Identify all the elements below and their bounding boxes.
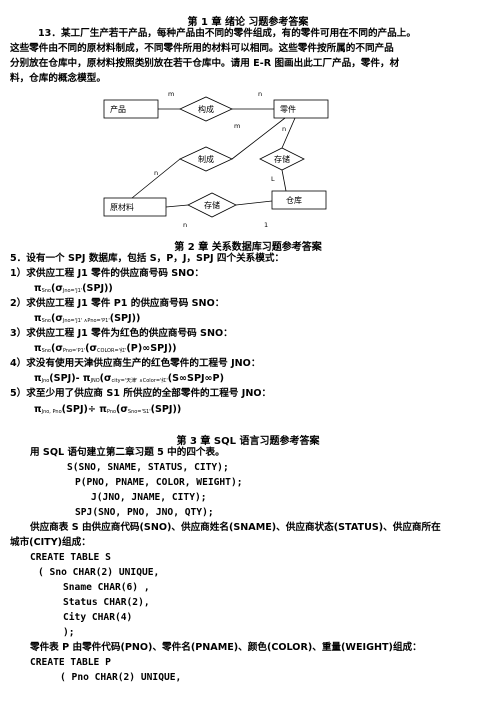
rel-compose-diamond xyxy=(179,96,233,122)
card-l: L xyxy=(271,175,275,183)
s-col-sno: ( Sno CHAR(2) UNIQUE, xyxy=(38,567,160,578)
rel-store2-label: 存储 xyxy=(204,200,220,210)
schema-p: P(PNO, PNAME, COLOR, WEIGHT); xyxy=(75,477,243,488)
s-close: ); xyxy=(63,627,75,638)
s-desc-line-2: 城市(CITY)组成： xyxy=(10,537,91,548)
card-n2: n xyxy=(282,125,286,133)
rel-make-diamond xyxy=(179,146,233,172)
entity-material-box xyxy=(103,197,167,217)
ch2-formula-1: πSno(σJno='J1'(SPJ)) xyxy=(34,283,113,294)
entity-warehouse-label: 仓库 xyxy=(286,195,302,205)
p-desc: 零件表 P 由零件代码(PNO)、零件名(PNAME)、颜色(COLOR)、重量… xyxy=(30,642,422,653)
entity-product-box xyxy=(103,99,159,119)
entity-material-label: 原材料 xyxy=(110,202,134,212)
card-m1: m xyxy=(168,90,174,98)
ch2-q5: 5）求至少用了供应商 S1 所供应的全部零件的工程号 JNO： xyxy=(10,388,272,399)
entity-warehouse-box xyxy=(271,190,327,210)
q13-line-4: 料，仓库的概念模型。 xyxy=(10,73,106,84)
create-table-s: CREATE TABLE S xyxy=(30,552,111,563)
entity-part-box xyxy=(273,99,329,119)
rel-store1-diamond xyxy=(259,147,305,171)
schema-spj: SPJ(SNO, PNO, JNO, QTY); xyxy=(75,507,214,518)
ch2-intro: 5．设有一个 SPJ 数据库，包括 S，P，J，SPJ 四个关系模式： xyxy=(10,253,285,264)
ch2-q4: 4）求没有使用天津供应商生产的红色零件的工程号 JNO： xyxy=(10,358,261,369)
create-table-p: CREATE TABLE P xyxy=(30,657,111,668)
card-n3: n xyxy=(154,169,158,177)
schema-s: S(SNO, SNAME, STATUS, CITY); xyxy=(67,462,229,473)
rel-store2-diamond xyxy=(187,192,237,218)
ch2-formula-4: πJno(SPJ)- πJNO(σcity='天津' ∧Color='红'(S∞… xyxy=(34,373,224,384)
ch2-q3: 3）求供应工程 J1 零件为红色的供应商号码 SNO： xyxy=(10,328,233,339)
rel-compose-label: 构成 xyxy=(198,104,214,114)
ch2-formula-3: πSno(σPno='P1'(σCOLOR='红'(P)∞SPJ)) xyxy=(34,343,177,354)
s-desc-line-1: 供应商表 S 由供应商代码(SNO)、供应商姓名(SNAME)、供应商状态(ST… xyxy=(30,522,441,533)
schema-j: J(JNO, JNAME, CITY); xyxy=(91,492,207,503)
q13-line-3: 分别放在仓库中，原材料按照类别放在若干仓库中。请用 E-R 图画出此工厂产品，零… xyxy=(10,58,400,69)
ch2-q1: 1）求供应工程 J1 零件的供应商号码 SNO： xyxy=(10,268,204,279)
rel-make-label: 制成 xyxy=(198,154,214,164)
ch3-intro: 用 SQL 语句建立第二章习题 5 中的四个表。 xyxy=(30,447,225,458)
chapter-2-title: 第 2 章 关系数据库习题参考答案 xyxy=(174,242,322,253)
p-col-pno: ( Pno CHAR(2) UNIQUE, xyxy=(60,672,182,683)
ch2-formula-5: πJno, Pno(SPJ)÷ πPno(σSno='S1'(SPJ)) xyxy=(34,404,182,415)
ch2-formula-2: πSno(σJno='J1' ∧Pno='P1'(SPJ)) xyxy=(34,313,141,324)
card-1: 1 xyxy=(264,221,268,229)
ch2-q2: 2）求供应工程 J1 零件 P1 的供应商号码 SNO： xyxy=(10,298,225,309)
entity-product-label: 产品 xyxy=(110,104,126,114)
q13-line-2: 这些零件由不同的原材料制成，不同零件所用的材料可以相同。这些零件按所属的不同产品 xyxy=(10,43,394,54)
entity-part-label: 零件 xyxy=(280,104,296,114)
card-m2: m xyxy=(234,122,240,130)
s-col-sname: Sname CHAR(6) , xyxy=(63,582,150,593)
card-n4: n xyxy=(183,221,187,229)
card-n1: n xyxy=(258,90,262,98)
chapter-1-title: 第 1 章 绪论 习题参考答案 xyxy=(187,17,309,28)
q13-line-1: 13．某工厂生产若干产品，每种产品由不同的零件组成，有的零件可用在不同的产品上。 xyxy=(38,28,416,39)
s-col-city: City CHAR(4) xyxy=(63,612,133,623)
rel-store1-label: 存储 xyxy=(274,154,290,164)
chapter-3-title: 第 3 章 SQL 语言习题参考答案 xyxy=(176,436,320,447)
s-col-status: Status CHAR(2), xyxy=(63,597,150,608)
